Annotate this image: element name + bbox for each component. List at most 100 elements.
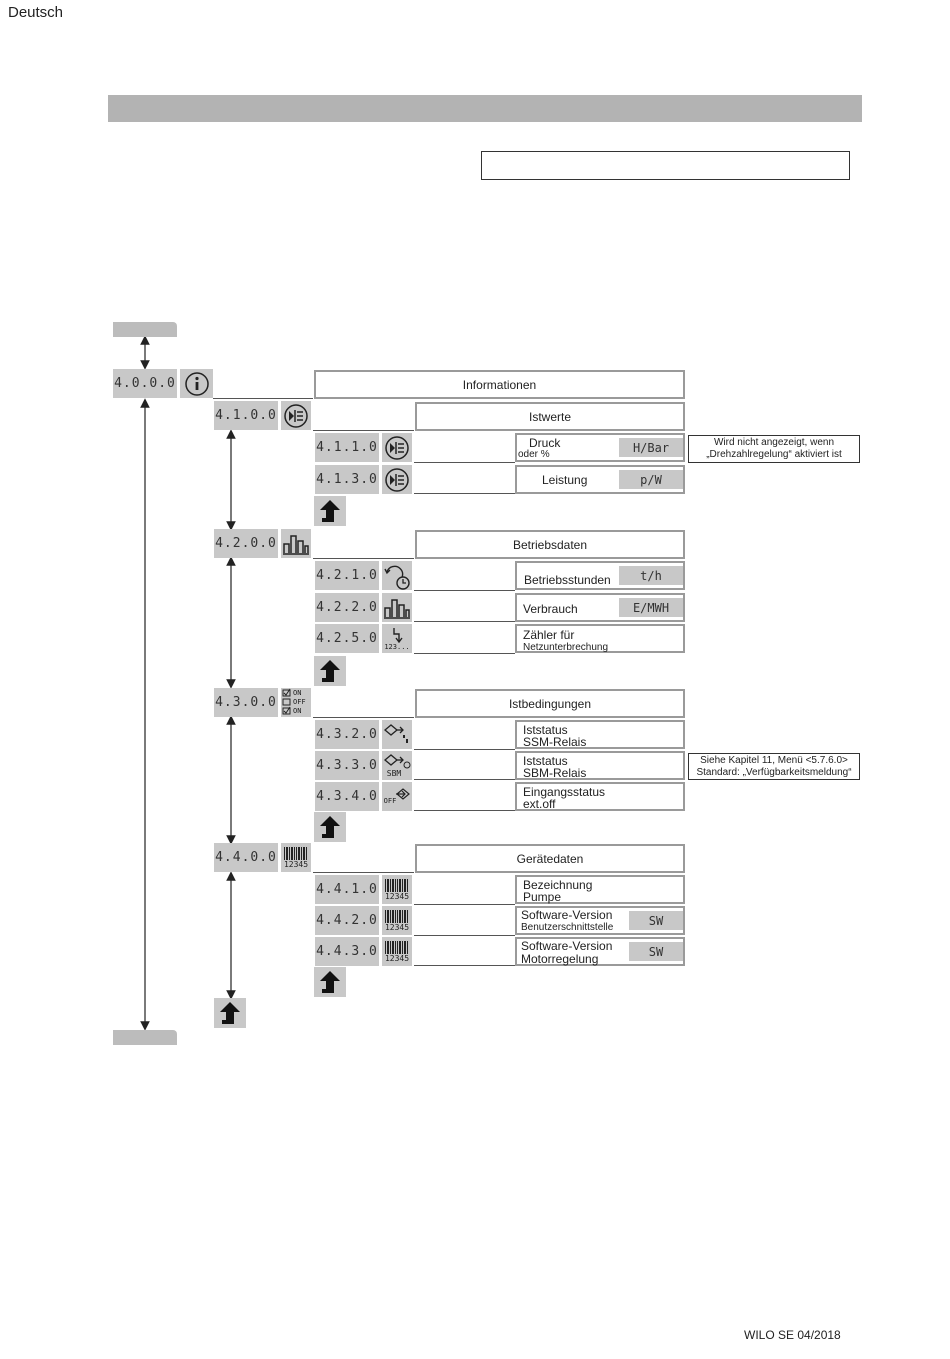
row-underline [414, 493, 515, 494]
row-underline [414, 749, 515, 750]
value-box-verbrauch: Verbrauch E/MWH [515, 593, 685, 622]
value-box-sw-ui: Software-Version Benutzerschnittstelle S… [515, 906, 685, 935]
ext-off-input-icon[interactable]: OFF [382, 782, 412, 811]
row-underline [313, 558, 414, 559]
value-box-druck: Druck oder % H/Bar [515, 433, 685, 462]
row-underline [414, 935, 515, 936]
title-istbedingungen: Istbedingungen [415, 689, 685, 718]
title-informationen: Informationen [314, 370, 685, 399]
row-underline [414, 462, 515, 463]
row-underline [313, 717, 414, 718]
section-header-bar [108, 95, 862, 122]
value-label: Bezeichnung [523, 878, 593, 892]
power-interruption-counter-icon[interactable]: 123... [382, 624, 412, 653]
value-box-betriebsstunden: Betriebsstunden t/h [515, 561, 685, 590]
value-sublabel: Motorregelung [521, 952, 599, 966]
value-sublabel: oder % [518, 449, 550, 460]
back-arrow-icon[interactable] [314, 812, 346, 842]
footer-text: WILO SE 04/2018 [744, 1328, 841, 1342]
bar-graph-icon[interactable] [281, 529, 311, 558]
title-geraetedaten: Gerätedaten [415, 844, 685, 873]
barcode-icon[interactable]: 12345 [382, 937, 412, 966]
menu-code-4220[interactable]: 4.2.2.0 [315, 593, 379, 622]
title-betriebsdaten: Betriebsdaten [415, 530, 685, 559]
value-box-sbm: Iststatus SBM-Relais [515, 751, 685, 780]
value-box-extoff: Eingangsstatus ext.off [515, 782, 685, 811]
unit-badge: H/Bar [619, 438, 683, 457]
menu-code-4410[interactable]: 4.4.1.0 [315, 875, 379, 904]
back-arrow-icon[interactable] [214, 998, 246, 1028]
menu-code-4400[interactable]: 4.4.0.0 [214, 843, 278, 872]
barcode-icon[interactable]: 12345 [382, 906, 412, 935]
value-label: Software-Version [521, 939, 613, 953]
sbm-relay-icon[interactable]: SBM [382, 751, 412, 780]
unit-badge: SW [629, 911, 683, 930]
menu-code-4320[interactable]: 4.3.2.0 [315, 720, 379, 749]
value-label: Zähler für [523, 628, 575, 642]
unit-badge: t/h [619, 566, 683, 585]
note-kapitel-11: Siehe Kapitel 11, Menü <5.7.6.0> Standar… [688, 753, 860, 780]
unit-badge: E/MWH [619, 598, 683, 617]
actual-values-icon[interactable] [382, 465, 412, 494]
value-label: Eingangsstatus [523, 785, 606, 799]
menu-code-4250[interactable]: 4.2.5.0 [315, 624, 379, 653]
row-underline [414, 779, 515, 780]
menu-connector-top [113, 322, 177, 337]
value-sublabel: Netzunterbrechung [523, 642, 609, 653]
info-icon[interactable] [180, 369, 213, 398]
unit-badge: p/W [619, 470, 683, 489]
menu-code-4300[interactable]: 4.3.0.0 [214, 688, 278, 717]
row-underline [414, 590, 515, 591]
back-arrow-icon[interactable] [314, 496, 346, 526]
value-box-zaehler: Zähler für Netzunterbrechung [515, 624, 685, 653]
value-label: Verbrauch [523, 602, 578, 616]
back-arrow-icon[interactable] [314, 656, 346, 686]
actual-values-icon[interactable] [382, 433, 412, 462]
ssm-relay-icon[interactable] [382, 720, 412, 749]
value-label: Iststatus [523, 754, 568, 768]
value-sublabel: SBM-Relais [523, 766, 587, 780]
bar-graph-icon[interactable] [382, 593, 412, 622]
row-underline [414, 621, 515, 622]
menu-code-4340[interactable]: 4.3.4.0 [315, 782, 379, 811]
menu-code-4210[interactable]: 4.2.1.0 [315, 561, 379, 590]
row-underline [414, 653, 515, 654]
value-sublabel: SSM-Relais [523, 735, 587, 749]
value-sublabel: Pumpe [523, 890, 562, 904]
menu-code-4200[interactable]: 4.2.0.0 [214, 529, 278, 558]
menu-code-4420[interactable]: 4.4.2.0 [315, 906, 379, 935]
menu-code-4430[interactable]: 4.4.3.0 [315, 937, 379, 966]
value-box-ssm: Iststatus SSM-Relais [515, 720, 685, 749]
empty-caption-box [481, 151, 850, 180]
row-underline [213, 398, 313, 399]
operating-hours-icon[interactable] [382, 561, 412, 590]
menu-connector-bottom [113, 1030, 177, 1045]
row-underline [414, 810, 515, 811]
value-label: Betriebsstunden [524, 573, 611, 587]
menu-code-4130[interactable]: 4.1.3.0 [315, 465, 379, 494]
row-underline [313, 872, 414, 873]
note-drehzahlregelung: Wird nicht angezeigt, wenn „Drehzahlrege… [688, 435, 860, 463]
value-box-sw-motor: Software-Version Motorregelung SW [515, 937, 685, 966]
unit-badge: SW [629, 942, 683, 961]
value-box-pumpe: Bezeichnung Pumpe [515, 875, 685, 904]
row-underline [414, 904, 515, 905]
value-box-leistung: Leistung p/W [515, 465, 685, 494]
value-label: Druck [529, 436, 561, 450]
row-underline [414, 965, 515, 966]
value-label: Software-Version [521, 908, 613, 922]
menu-code-4110[interactable]: 4.1.1.0 [315, 433, 379, 462]
value-label: Iststatus [523, 723, 568, 737]
value-label: Leistung [542, 473, 588, 487]
menu-code-4000[interactable]: 4.0.0.0 [113, 369, 177, 398]
back-arrow-icon[interactable] [314, 967, 346, 997]
status-checklist-icon[interactable]: ON OFF ON [281, 688, 311, 717]
actual-values-icon[interactable] [281, 401, 311, 430]
barcode-icon[interactable]: 12345 [281, 843, 311, 872]
menu-code-4330[interactable]: 4.3.3.0 [315, 751, 379, 780]
barcode-icon[interactable]: 12345 [382, 875, 412, 904]
menu-code-4100[interactable]: 4.1.0.0 [214, 401, 278, 430]
language-label: Deutsch [8, 4, 64, 21]
title-istwerte: Istwerte [415, 402, 685, 431]
